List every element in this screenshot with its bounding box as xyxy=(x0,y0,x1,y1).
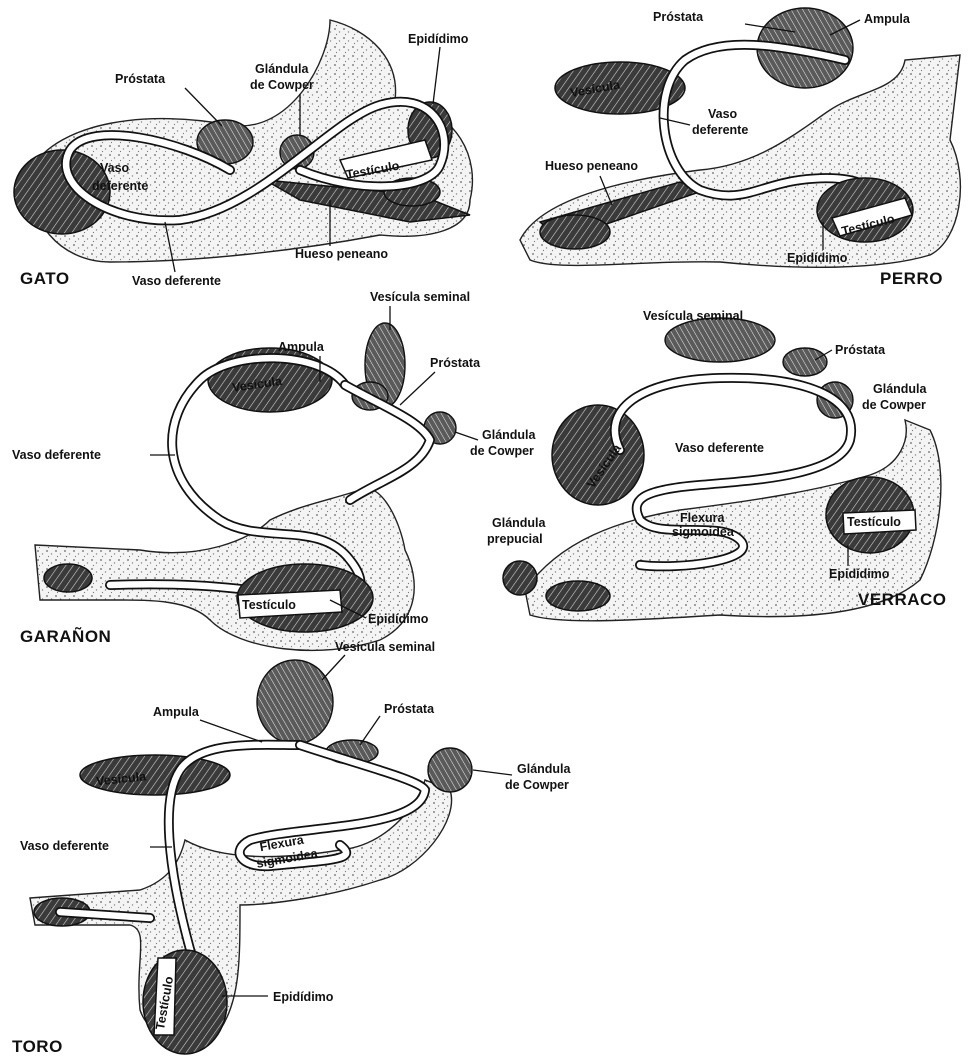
verraco-vesicle xyxy=(552,405,644,505)
gato-label-hueso: Hueso peneano xyxy=(295,247,388,261)
verraco-species-label: VERRACO xyxy=(858,590,947,609)
garanon-label-glandula-2: de Cowper xyxy=(470,444,534,458)
gato-label-epididimo: Epidídimo xyxy=(408,32,469,46)
verraco-flexura-inner-2: sigmoidea xyxy=(672,525,735,539)
verraco-label-vaso: Vaso deferente xyxy=(675,441,764,455)
garanon-diagram: Testículo Vesícula Vesícula seminal Ampu… xyxy=(12,290,537,650)
garanon-label-vaso: Vaso deferente xyxy=(12,448,101,462)
garanon-label-prostata: Próstata xyxy=(430,356,481,370)
perro-penis-tip xyxy=(540,215,610,249)
verraco-label-prostata: Próstata xyxy=(835,343,886,357)
verraco-label-vesicula-seminal: Vesícula seminal xyxy=(643,309,743,323)
gato-vaso-inner-1: Vaso xyxy=(100,161,130,175)
garanon-penis-tip xyxy=(44,564,92,592)
toro-label-epididimo: Epidídimo xyxy=(273,990,334,1004)
perro-label-vaso-2: deferente xyxy=(692,123,748,137)
garanon-species-label: GARAÑON xyxy=(20,626,111,646)
garanon-label-epididimo: Epidídimo xyxy=(368,612,429,626)
verraco-label-prepucial-2: prepucial xyxy=(487,532,543,546)
verraco-seminal-vesicle xyxy=(665,318,775,362)
toro-diagram: Testículo Vesícula Flexura sigmoidea Ves… xyxy=(12,640,572,1056)
gato-label-vaso: Vaso deferente xyxy=(132,274,221,288)
verraco-prostate xyxy=(783,348,827,376)
garanon-label-glandula-1: Glándula xyxy=(482,428,537,442)
garanon-label-ampula: Ampula xyxy=(278,340,325,354)
toro-label-vesicula-seminal: Vesícula seminal xyxy=(335,640,435,654)
verraco-testiculo-inner: Testículo xyxy=(847,515,901,529)
gato-label-glandula-2: de Cowper xyxy=(250,78,314,92)
verraco-label-glandula-2: de Cowper xyxy=(862,398,926,412)
toro-species-label: TORO xyxy=(12,1037,63,1056)
garanon-label-vesicula-seminal: Vesícula seminal xyxy=(370,290,470,304)
perro-diagram: Testículo Vesícula Vaso deferente Prósta… xyxy=(520,8,960,288)
perro-species-label: PERRO xyxy=(880,269,943,288)
toro-label-vaso: Vaso deferente xyxy=(20,839,109,853)
toro-label-glandula-1: Glándula xyxy=(517,762,572,776)
toro-label-glandula-2: de Cowper xyxy=(505,778,569,792)
verraco-flexura-inner-1: Flexura xyxy=(680,511,726,525)
toro-cowper-gland xyxy=(428,748,472,792)
toro-label-prostata: Próstata xyxy=(384,702,435,716)
gato-species-label: GATO xyxy=(20,269,70,288)
perro-label-epididimo: Epidídimo xyxy=(787,251,848,265)
perro-label-ampula: Ampula xyxy=(864,12,911,26)
gato-label-glandula-1: Glándula xyxy=(255,62,310,76)
verraco-label-prepucial-1: Glándula xyxy=(492,516,547,530)
verraco-label-glandula-1: Glándula xyxy=(873,382,928,396)
verraco-penis-tip xyxy=(546,581,610,611)
perro-label-hueso: Hueso peneano xyxy=(545,159,638,173)
gato-label-prostata: Próstata xyxy=(115,72,166,86)
verraco-prepuce-gland xyxy=(503,561,537,595)
verraco-diagram: Testículo Vesícula Flexura sigmoidea Vas… xyxy=(487,309,947,621)
verraco-label-epididimo: Epidídimo xyxy=(829,567,890,581)
gato-diagram: Testículo Vaso deferente Próstata Glándu… xyxy=(14,20,472,288)
toro-seminal-vesicle xyxy=(257,660,333,744)
toro-label-ampula: Ampula xyxy=(153,705,200,719)
garanon-testiculo-inner: Testículo xyxy=(242,598,296,612)
perro-label-vaso-1: Vaso xyxy=(708,107,738,121)
perro-label-prostata: Próstata xyxy=(653,10,704,24)
gato-vaso-inner-2: deferente xyxy=(92,179,148,193)
